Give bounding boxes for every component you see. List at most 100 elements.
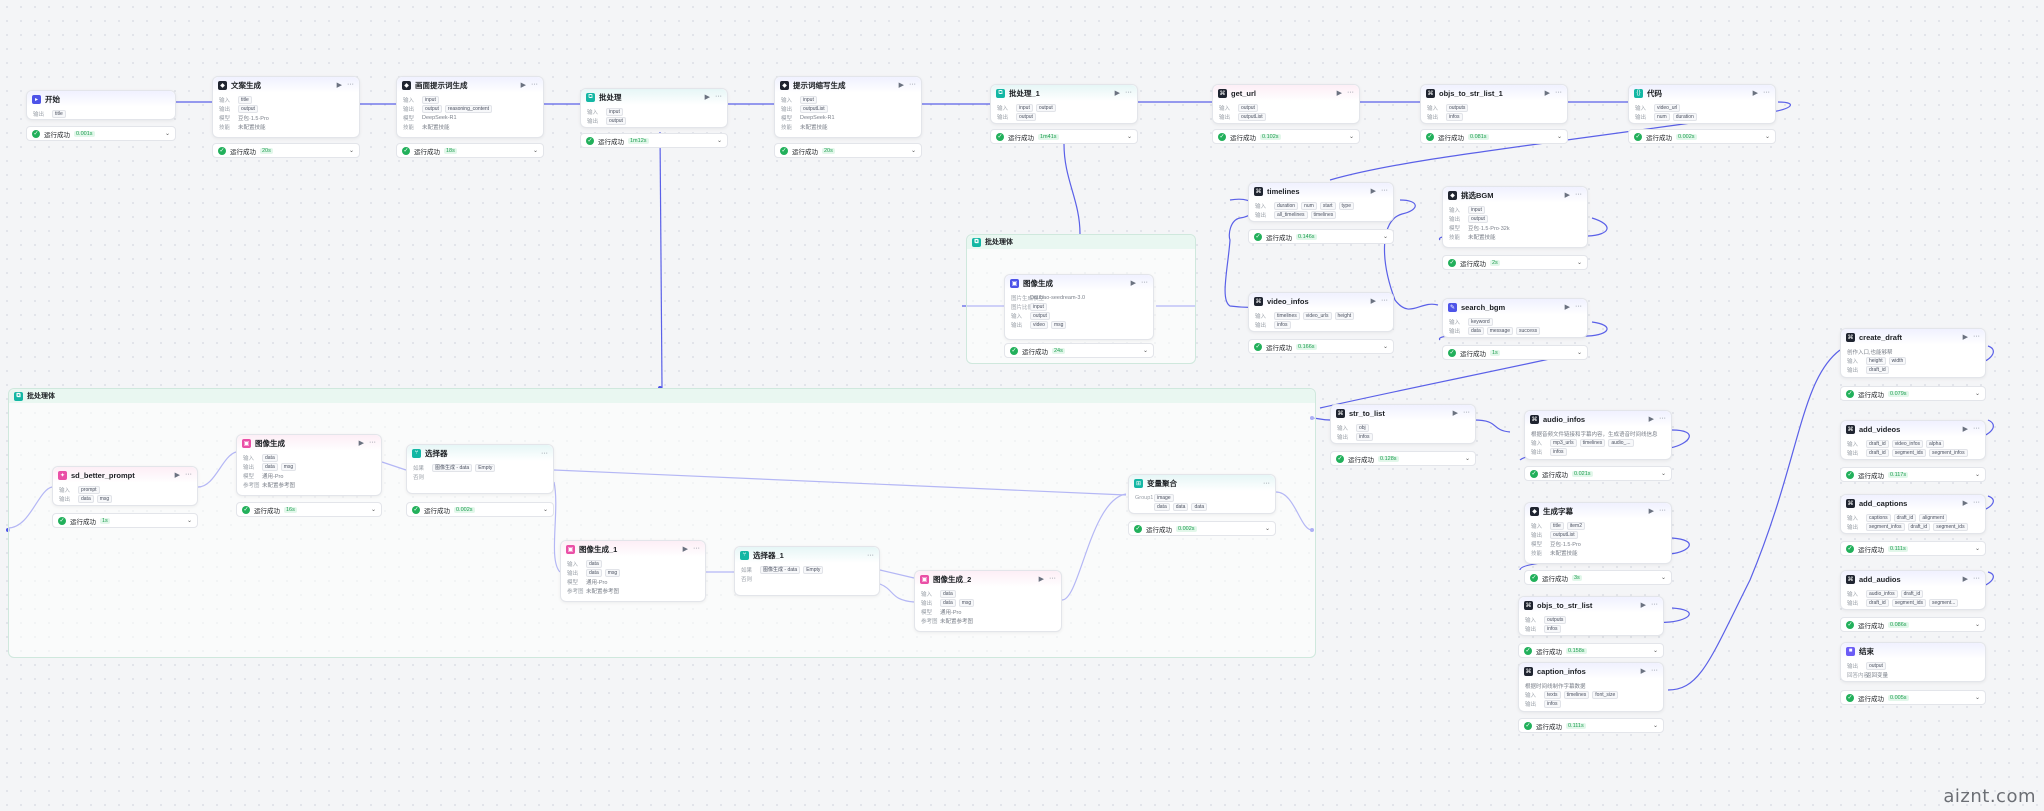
more-icon[interactable]: ··· [1575, 191, 1582, 198]
more-icon[interactable]: ··· [1049, 575, 1056, 582]
more-icon[interactable]: ··· [1651, 601, 1658, 608]
more-icon[interactable]: ··· [1263, 479, 1270, 487]
chevron-down-icon[interactable]: ⌄ [1764, 134, 1770, 140]
more-icon[interactable]: ··· [1973, 575, 1980, 582]
more-icon[interactable]: ··· [909, 81, 916, 88]
run-icon[interactable]: ▶ [174, 472, 180, 479]
more-icon[interactable]: ··· [1763, 89, 1770, 96]
run-icon[interactable]: ▶ [1962, 334, 1968, 341]
run-icon[interactable]: ▶ [1640, 602, 1646, 609]
run-icon[interactable]: ▶ [1336, 90, 1342, 97]
more-icon[interactable]: ··· [867, 551, 874, 559]
run-icon[interactable]: ▶ [1114, 90, 1120, 97]
chevron-down-icon[interactable]: ⌄ [1660, 471, 1666, 477]
run-icon[interactable]: ▶ [1962, 426, 1968, 433]
run-icon[interactable]: ▶ [1038, 576, 1044, 583]
run-icon[interactable]: ▶ [704, 94, 710, 101]
more-icon[interactable]: ··· [1141, 279, 1148, 286]
run-icon[interactable]: ▶ [1544, 90, 1550, 97]
run-icon[interactable]: ▶ [1564, 304, 1570, 311]
run-icon[interactable]: ▶ [520, 82, 526, 89]
more-icon[interactable]: ··· [1973, 499, 1980, 506]
run-icon[interactable]: ▶ [1452, 410, 1458, 417]
run-icon[interactable]: ▶ [1370, 188, 1376, 195]
chevron-down-icon[interactable]: ⌄ [1974, 622, 1980, 628]
chevron-down-icon[interactable]: ⌄ [186, 518, 192, 524]
chevron-down-icon[interactable]: ⌄ [1264, 526, 1270, 532]
run-icon[interactable]: ▶ [1370, 298, 1376, 305]
chevron-down-icon[interactable]: ⌄ [1576, 260, 1582, 266]
more-icon[interactable]: ··· [1381, 297, 1388, 304]
run-icon[interactable]: ▶ [1130, 280, 1136, 287]
chevron-down-icon[interactable]: ⌄ [1142, 348, 1148, 354]
chevron-down-icon[interactable]: ⌄ [1382, 234, 1388, 240]
run-icon[interactable]: ▶ [1648, 416, 1654, 423]
more-icon[interactable]: ··· [1659, 507, 1666, 514]
chevron-down-icon[interactable]: ⌄ [910, 148, 916, 154]
more-icon[interactable]: ··· [1463, 409, 1470, 416]
more-icon[interactable]: ··· [185, 471, 192, 478]
more-icon[interactable]: ··· [1651, 667, 1658, 674]
chevron-down-icon[interactable]: ⌄ [542, 507, 548, 513]
run-icon[interactable]: ▶ [1962, 500, 1968, 507]
more-icon[interactable]: ··· [1381, 187, 1388, 194]
more-icon[interactable]: ··· [541, 449, 548, 457]
more-icon[interactable]: ··· [1555, 89, 1562, 96]
chevron-down-icon[interactable]: ⌄ [370, 507, 376, 513]
more-icon[interactable]: ··· [1973, 333, 1980, 340]
run-icon[interactable]: ▶ [358, 440, 364, 447]
chevron-down-icon[interactable]: ⌄ [1126, 134, 1132, 140]
chevron-down-icon[interactable]: ⌄ [1974, 695, 1980, 701]
more-icon[interactable]: ··· [369, 439, 376, 446]
chevron-down-icon[interactable]: ⌄ [348, 148, 354, 154]
more-icon[interactable]: ··· [715, 93, 722, 100]
more-icon[interactable]: ··· [1347, 89, 1354, 96]
more-icon[interactable]: ··· [1973, 425, 1980, 432]
chevron-down-icon[interactable]: ⌄ [1576, 350, 1582, 356]
run-icon[interactable]: ▶ [1640, 668, 1646, 675]
more-icon[interactable]: ··· [1125, 89, 1132, 96]
run-icon[interactable]: ▶ [682, 546, 688, 553]
chevron-down-icon[interactable]: ⌄ [716, 138, 722, 144]
chevron-down-icon[interactable]: ⌄ [1652, 723, 1658, 729]
